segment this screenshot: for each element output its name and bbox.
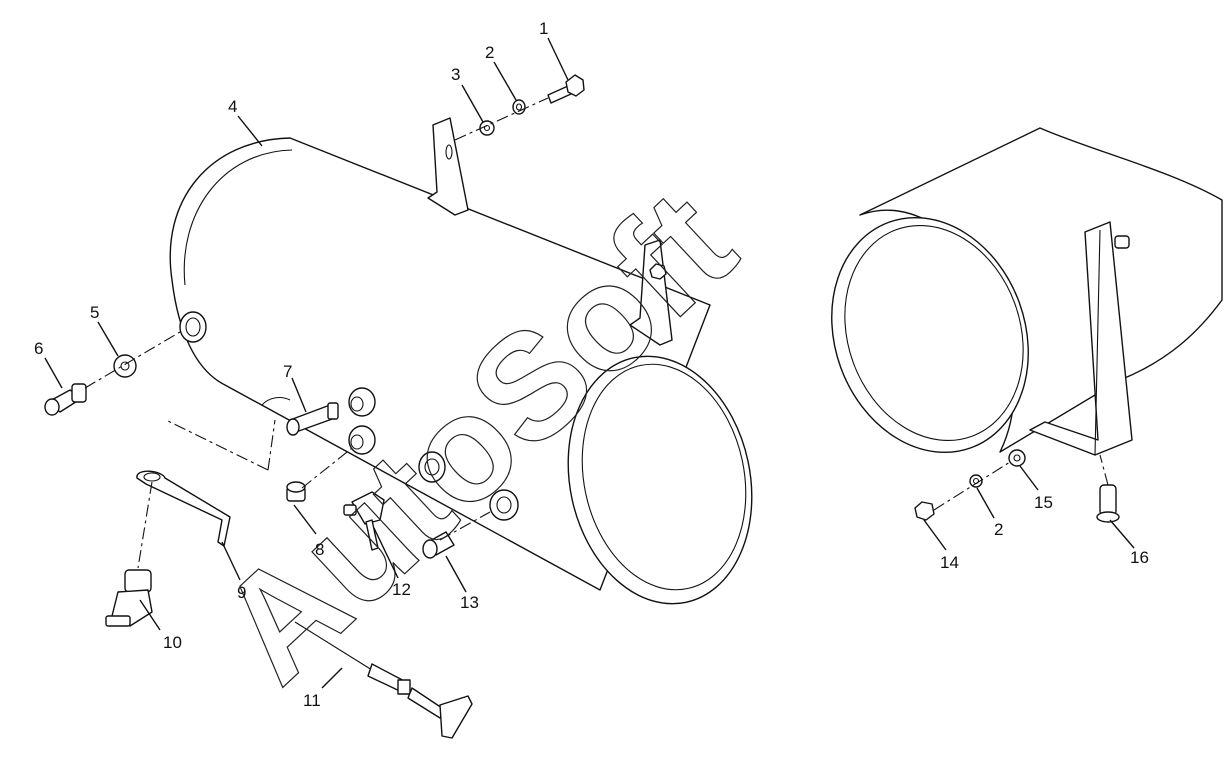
callout-16: 16: [1130, 548, 1149, 567]
drain-valve-7: [286, 402, 339, 436]
callout-3: 3: [451, 65, 460, 84]
bracket-9: [136, 470, 231, 547]
callout-11: 11: [303, 691, 321, 710]
mounting-bracket-right: [629, 239, 673, 346]
callout-10: 10: [163, 633, 182, 652]
valve-12: [343, 491, 385, 551]
coupling-upper: [348, 387, 376, 417]
callout-2-right: 2: [994, 520, 1003, 539]
lock-washer-2a: [512, 99, 526, 115]
washer-5: [113, 354, 137, 378]
callout-7: 7: [283, 362, 292, 381]
callout-5: 5: [90, 303, 99, 322]
callout-13: 13: [460, 593, 479, 612]
mounting-bracket-left: [427, 117, 469, 216]
plug-8: [286, 481, 306, 502]
callout-6: 6: [34, 339, 43, 358]
air-tank-4: [169, 137, 753, 605]
leader-lines: [44, 37, 1135, 689]
right-mounting-strap: [1029, 221, 1133, 456]
hex-nut-14: [914, 501, 935, 521]
valve-10: [105, 569, 153, 627]
callout-4: 4: [228, 97, 237, 116]
callout-14: 14: [940, 553, 959, 572]
fitting-13: [422, 531, 455, 559]
right-tank: [831, 127, 1223, 454]
callout-15: 15: [1034, 493, 1053, 512]
lock-washer-2b: [969, 474, 983, 488]
flat-washer-15: [1008, 449, 1026, 467]
callout-labels: 1 2 3 4 5 6 7 8 9 10 11 12 13 14 2 15 16: [34, 19, 1149, 710]
bolt-16: [1096, 454, 1120, 523]
bolt-1: [547, 74, 585, 104]
callout-2: 2: [485, 43, 494, 62]
coupling-lower: [348, 425, 376, 455]
callout-1: 1: [539, 19, 548, 38]
callout-8: 8: [315, 540, 324, 559]
cable-11: [294, 621, 473, 739]
callout-9: 9: [237, 583, 246, 602]
flat-washer-3: [479, 120, 495, 136]
fitting-6: [44, 383, 87, 416]
callout-12: 12: [392, 580, 411, 599]
